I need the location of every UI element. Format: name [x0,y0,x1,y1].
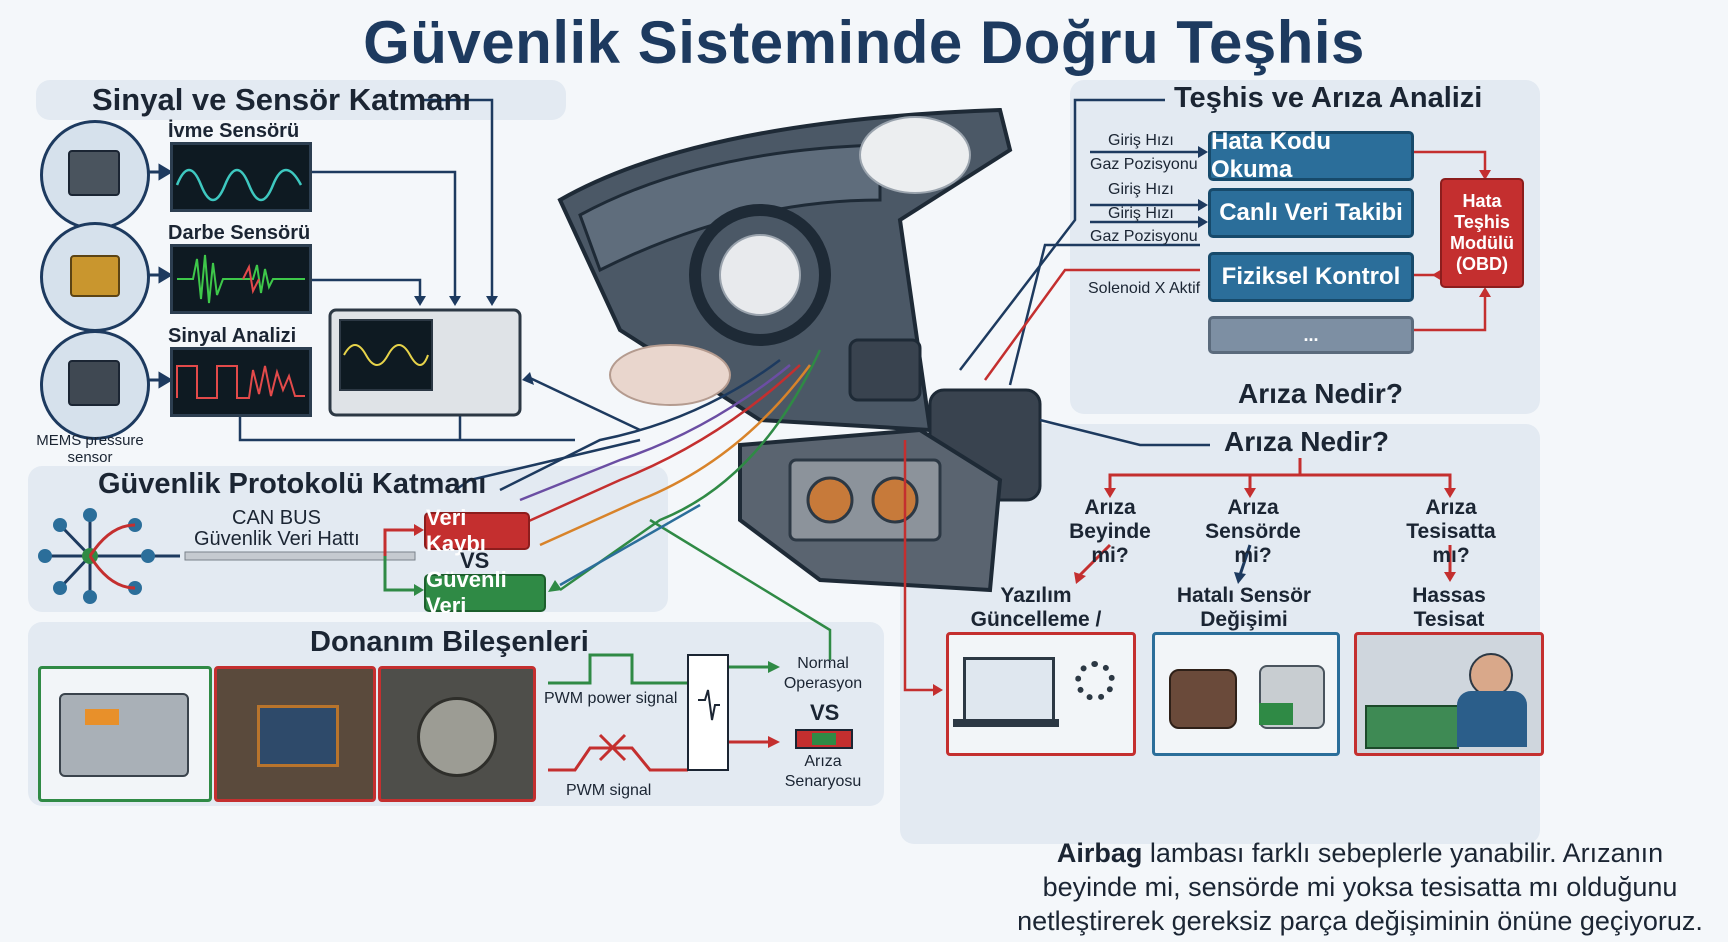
fault-scenario-label: Arıza Senaryosu [784,753,862,790]
sensor-layer-title: Sinyal ve Sensör Katmanı [92,82,472,117]
input-label: Gaz Pozisyonu [1090,156,1198,173]
impact-sensor-label: Darbe Sensörü [168,222,311,244]
step-live-data: Canlı Veri Takibi [1208,188,1414,238]
gear-icon [1075,661,1115,701]
footer-rest: lambası farklı sebeplerle yanabilir. Arı… [1017,838,1703,936]
impact-waveform [170,244,312,314]
data-loss-badge: Veri Kaybı [424,505,530,556]
sensor-replacement-image [1152,632,1340,756]
diagnosis-title: Teşhis ve Arıza Analizi [1174,82,1483,114]
airbag-control-unit-image [38,666,212,802]
accelerometer-label: İvme Sensörü [168,120,300,142]
canbus-label: CAN BUS [232,507,321,529]
hardware-vs-label: VS [810,700,840,725]
pwm-power-label: PWM power signal [544,690,678,707]
laptop-update-image [946,632,1136,756]
canbus-subtitle: Güvenlik Veri Hattı [194,528,360,550]
question-wiring: Arıza Tesisatta mı? [1406,496,1496,567]
corroded-connector-image [214,666,376,802]
step-more: ... [1208,316,1414,354]
pwm-signal-label: PWM signal [566,782,652,799]
chip-icon [68,150,120,196]
fault-title: Arıza Nedir? [1224,426,1389,457]
result-sensor-replacement: Hatalı Sensör Değişimi [1176,584,1312,631]
protocol-vs-label: VS [460,548,490,573]
mems-label: MEMS pressure sensor [36,432,144,466]
signal-analysis-waveform [170,347,312,417]
obd-module: Hata Teşhis Modülü (OBD) [1440,178,1524,288]
signal-analysis-label: Sinyal Analizi [168,325,297,347]
question-brain: Arıza Beyinde mi? [1069,496,1151,567]
hardware-title: Donanım Bileşenleri [310,626,589,658]
input-label: Giriş Hızı [1108,132,1174,149]
input-label: Gaz Pozisyonu [1090,228,1198,245]
protocol-layer-title: Güvenlik Protokolü Katmanı [98,468,487,500]
footer-bold: Airbag [1056,838,1143,868]
footer-text: Airbag lambası farklı sebeplerle yanabil… [1010,836,1710,938]
safe-data-badge: Güvenli Veri [424,567,546,618]
car-dashboard-illustration [557,107,1042,593]
page-title: Güvenlik Sisteminde Doğru Teşhis [363,9,1365,76]
technician-repair-image [1354,632,1544,756]
normal-operation-label: Normal Operasyon [783,655,863,692]
diagnosis-question: Arıza Nedir? [1238,378,1403,409]
chip-icon [68,360,120,406]
input-label: Giriş Hızı [1108,205,1174,222]
question-sensor: Arıza Sensörde mi? [1205,496,1301,567]
damaged-sensor-image [378,666,536,802]
input-label: Giriş Hızı [1108,181,1174,198]
accelerometer-waveform [170,142,312,212]
sensor-component-icon [70,255,120,297]
step-physical-check: Fiziksel Kontrol [1208,252,1414,302]
input-label: Solenoid X Aktif [1088,280,1201,297]
step-error-code-reading: Hata Kodu Okuma [1208,128,1414,183]
